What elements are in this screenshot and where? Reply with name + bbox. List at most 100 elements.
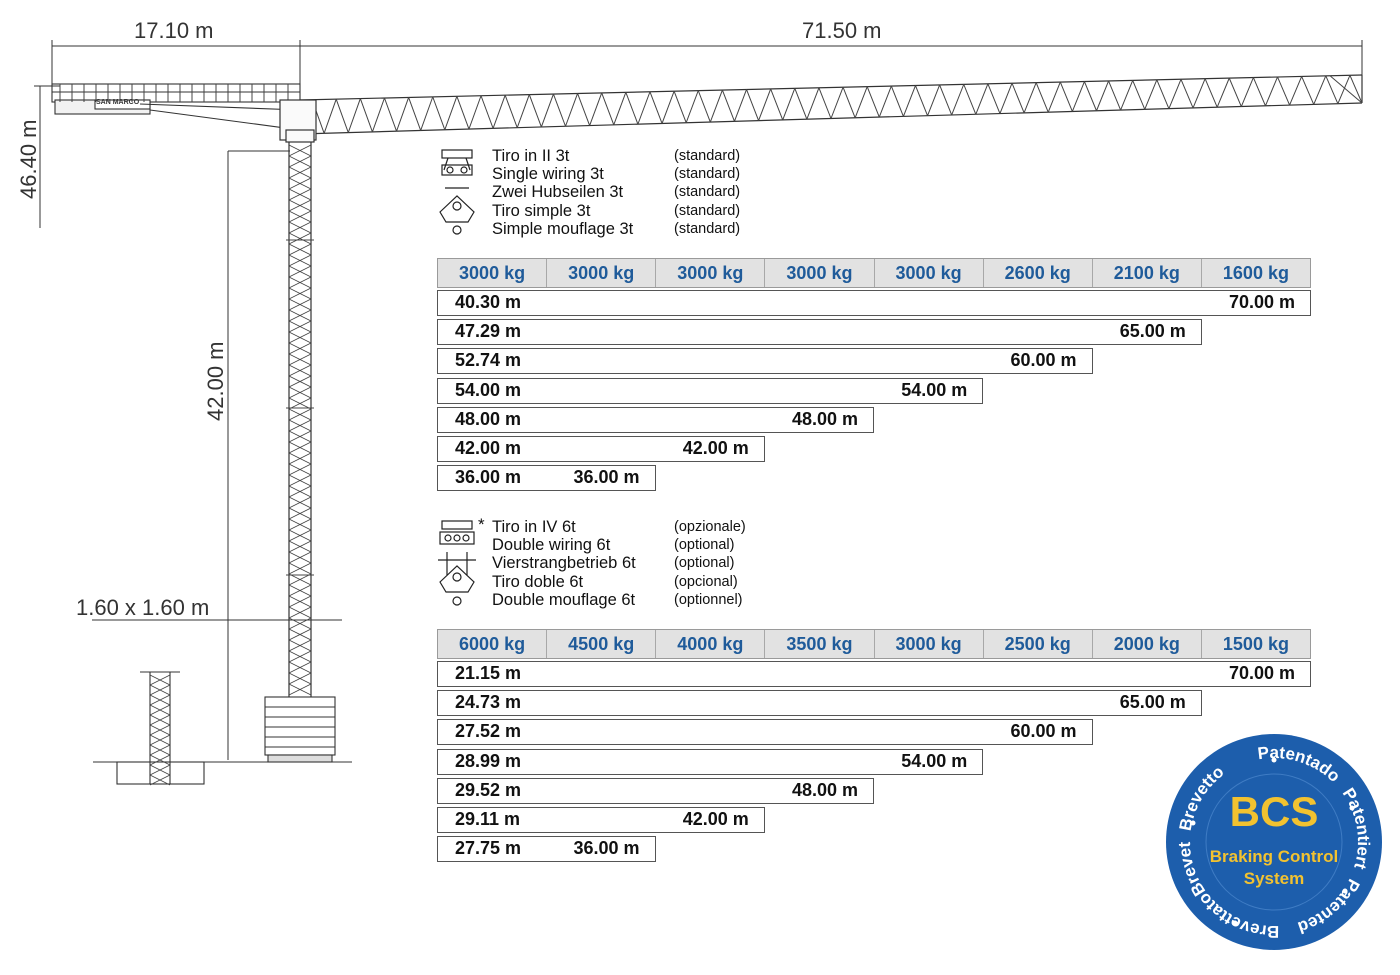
wiring-line: Zwei Hubseilen 3t(standard) bbox=[492, 183, 772, 201]
max-load-radius: 27.52 m bbox=[455, 721, 522, 742]
jib-length: 54.00 m bbox=[901, 750, 968, 771]
wiring-status: (optional) bbox=[674, 555, 735, 572]
load-capacity-cell: 4000 kg bbox=[656, 630, 766, 658]
jib-dimension: 71.50 m bbox=[802, 18, 882, 43]
jib-length: 42.00 m bbox=[682, 809, 749, 829]
wiring-status: (standard) bbox=[674, 220, 741, 237]
jib-length: 65.00 m bbox=[1119, 692, 1186, 713]
max-load-radius: 48.00 m bbox=[455, 408, 522, 429]
optional-marker: * bbox=[478, 515, 485, 534]
wiring-status: (standard) bbox=[674, 148, 741, 164]
wiring-name: Double wiring 6t bbox=[492, 536, 611, 555]
wiring-status: (standard) bbox=[674, 202, 741, 219]
radius-row: 29.11 m 42.00 m bbox=[437, 807, 765, 833]
bcs-badge: Brevetto Patentado Patentiert Patented B… bbox=[1165, 733, 1382, 950]
load-capacity-cell: 2000 kg bbox=[1093, 630, 1202, 658]
jib-length: 60.00 m bbox=[1010, 350, 1077, 371]
max-load-radius: 27.75 m bbox=[455, 838, 522, 859]
jib-length: 60.00 m bbox=[1010, 721, 1077, 742]
load-capacity-cell: 3000 kg bbox=[875, 259, 984, 287]
max-load-radius: 40.30 m bbox=[455, 292, 522, 312]
load-capacity-cell: 3000 kg bbox=[438, 259, 548, 287]
jib-length: 36.00 m bbox=[573, 838, 640, 859]
max-load-radius: 47.29 m bbox=[455, 321, 522, 342]
radius-row: 36.00 m 36.00 m bbox=[437, 465, 656, 492]
total-height-dimension: 46.40 m bbox=[16, 119, 41, 200]
wiring-name: Single wiring 3t bbox=[492, 165, 604, 184]
max-load-radius: 24.73 m bbox=[455, 692, 522, 713]
radius-row: 52.74 m 60.00 m bbox=[437, 348, 1093, 375]
wiring-name: Zwei Hubseilen 3t bbox=[492, 183, 624, 202]
load-capacity-cell: 3000 kg bbox=[765, 259, 875, 287]
radius-row: 27.52 m 60.00 m bbox=[437, 719, 1093, 746]
max-load-radius: 36.00 m bbox=[455, 467, 522, 488]
radius-row: 47.29 m 65.00 m bbox=[437, 319, 1202, 346]
jib-length: 54.00 m bbox=[901, 379, 968, 400]
jib-length: 36.00 m bbox=[573, 467, 640, 488]
single-wiring-hook-icon bbox=[439, 149, 475, 235]
hook-height-dimension: 42.00 m bbox=[203, 341, 228, 422]
jib-length: 65.00 m bbox=[1119, 321, 1186, 342]
radius-row: 42.00 m 42.00 m bbox=[437, 436, 765, 462]
wiring-name: Double mouflage 6t bbox=[492, 590, 636, 609]
jib-length: 70.00 m bbox=[1228, 292, 1295, 312]
jib-length: 42.00 m bbox=[682, 438, 749, 458]
single-wiring-legend: Tiro in II 3t(standard)Single wiring 3t(… bbox=[492, 147, 772, 242]
wiring-status: (opzionale) bbox=[674, 519, 746, 535]
max-load-radius: 42.00 m bbox=[455, 438, 522, 458]
radius-row: 29.52 m 48.00 m bbox=[437, 777, 874, 804]
radius-row: 21.15 m 70.00 m bbox=[437, 661, 1311, 687]
max-load-radius: 29.52 m bbox=[455, 779, 522, 800]
wiring-status: (opcional) bbox=[674, 573, 738, 590]
radius-row: 28.99 m 54.00 m bbox=[437, 748, 984, 775]
double-wiring-legend: * Tiro in IV 6t(opzionale)Double wiring … bbox=[478, 515, 772, 613]
load-capacity-cell: 4500 kg bbox=[547, 630, 657, 658]
load-capacity-cell: 3500 kg bbox=[765, 630, 875, 658]
wiring-line: Tiro doble 6t (opcional) bbox=[492, 573, 772, 591]
load-capacity-cell: 3000 kg bbox=[547, 259, 657, 287]
load-capacity-cell: 2100 kg bbox=[1093, 259, 1202, 287]
wiring-line: Single wiring 3t(standard) bbox=[492, 165, 772, 183]
wiring-status: (optionnel) bbox=[674, 591, 743, 608]
max-load-radius: 52.74 m bbox=[455, 350, 522, 371]
load-capacity-cell: 1500 kg bbox=[1222, 633, 1289, 654]
wiring-name: Simple mouflage 3t bbox=[492, 219, 634, 238]
counter-jib-dimension: 17.10 m bbox=[134, 18, 214, 43]
wiring-line: Simple mouflage 3t (standard) bbox=[492, 220, 772, 238]
radius-row: 24.73 m 65.00 m bbox=[437, 690, 1202, 717]
radius-row: 40.30 m 70.00 m bbox=[437, 290, 1311, 316]
badge-line-2: System bbox=[1244, 869, 1304, 888]
badge-line-1: Braking Control bbox=[1210, 847, 1338, 866]
badge-title: BCS bbox=[1230, 788, 1319, 835]
wiring-line: Tiro simple 3t (standard) bbox=[492, 202, 772, 220]
wiring-name: Vierstrangbetrieb 6t bbox=[492, 554, 636, 573]
radius-row: 48.00 m 48.00 m bbox=[437, 406, 874, 433]
load-capacity-cell: 2500 kg bbox=[984, 630, 1093, 658]
load-capacity-cell: 2600 kg bbox=[984, 259, 1093, 287]
wiring-name: Tiro in II 3t bbox=[492, 147, 570, 165]
wiring-line: Double mouflage 6t (optionnel) bbox=[492, 591, 772, 609]
max-load-radius: 29.11 m bbox=[455, 809, 521, 829]
wiring-line: Vierstrangbetrieb 6t (optional) bbox=[492, 554, 772, 572]
mast-section-dimension: 1.60 x 1.60 m bbox=[76, 595, 210, 620]
jib-length: 48.00 m bbox=[791, 779, 858, 800]
wiring-line: Tiro in IV 6t (opzionale) bbox=[492, 518, 772, 536]
max-load-radius: 21.15 m bbox=[455, 663, 522, 683]
wiring-name: Tiro doble 6t bbox=[492, 572, 584, 591]
jib-length: 70.00 m bbox=[1228, 663, 1295, 683]
load-capacity-cell: 1600 kg bbox=[1222, 262, 1289, 283]
wiring-line: Tiro in II 3t (standard) bbox=[492, 147, 772, 165]
double-wiring-hook-icon bbox=[438, 520, 476, 606]
wiring-status: (optional) bbox=[674, 537, 735, 554]
wiring-name: Tiro simple 3t bbox=[492, 201, 591, 220]
wiring-name: Tiro in IV 6t bbox=[492, 518, 576, 536]
max-load-radius: 28.99 m bbox=[455, 750, 522, 771]
radius-row: 27.75 m 36.00 m bbox=[437, 836, 656, 863]
jib-length: 48.00 m bbox=[791, 408, 858, 429]
wiring-line: Double wiring 6t (optional) bbox=[492, 536, 772, 554]
brand-plate: SAN MARCO bbox=[96, 99, 140, 106]
